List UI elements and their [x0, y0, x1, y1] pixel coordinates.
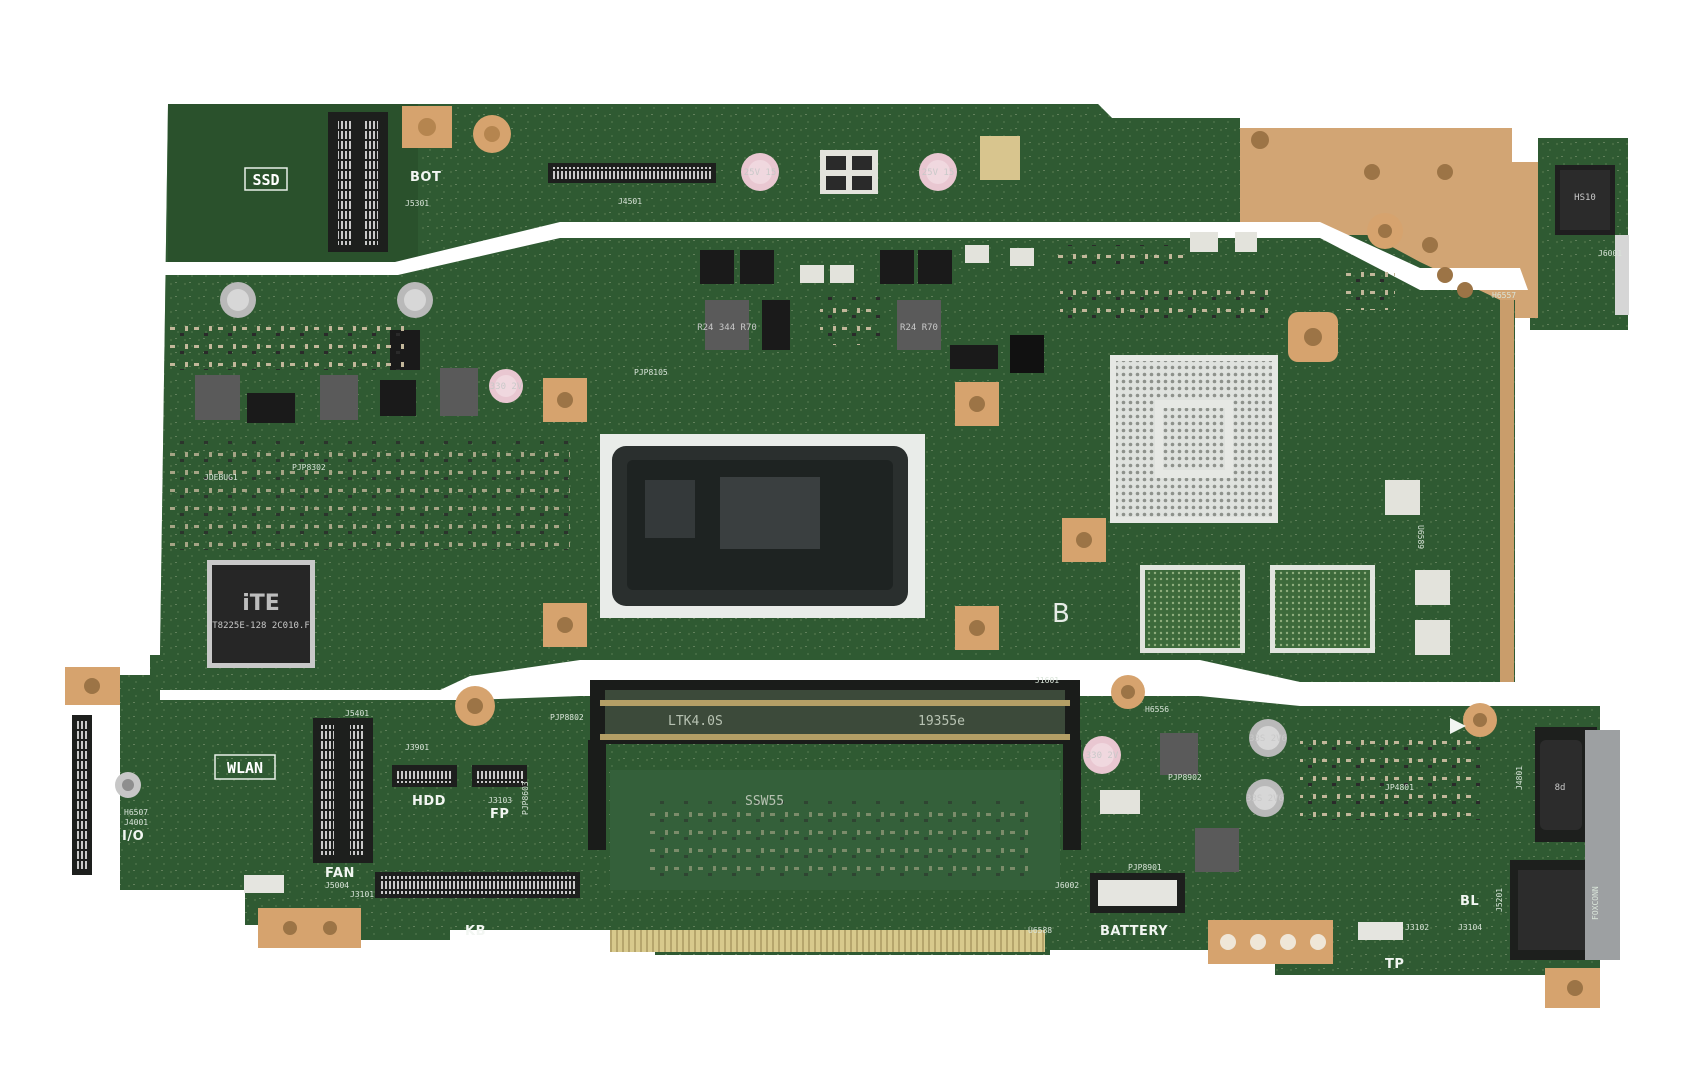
- h6507-label: H6507: [124, 808, 148, 817]
- ram-footprints: [1140, 565, 1375, 653]
- u6588-label: U6588: [1028, 926, 1052, 935]
- ssd-label: SSD: [252, 171, 279, 189]
- svg-text:R24 R70: R24 R70: [900, 323, 938, 333]
- fan-label: FAN: [325, 866, 355, 881]
- ite-chip: iTE IT8225E-128 2C010.FD: [207, 560, 315, 668]
- j4001-label: J4001: [124, 818, 148, 827]
- j3102-label: J3102: [1405, 923, 1429, 932]
- svg-text:25V 15: 25V 15: [744, 168, 777, 178]
- battery-connector-body: [1098, 880, 1177, 906]
- left-upper-components: 330 2V: [170, 282, 570, 550]
- wlan-label-box: [214, 754, 276, 780]
- board-gap-top: [160, 222, 1528, 290]
- board-revision-b: B: [1052, 599, 1070, 629]
- svg-text:HS10: HS10: [1574, 193, 1596, 203]
- wlan-section: [72, 715, 141, 875]
- fan-connector: [244, 875, 284, 893]
- wlan-label: WLAN: [227, 759, 263, 777]
- h6557-label: H6557: [1492, 291, 1516, 300]
- j4801-label: J4801: [1515, 766, 1524, 790]
- svg-text:8d: 8d: [1555, 783, 1566, 793]
- orientation-arrow: [1450, 718, 1466, 734]
- wlan-m2-connector: [313, 718, 373, 863]
- right-components: [1345, 270, 1450, 655]
- top-capacitors: 25V 15 25V 15: [741, 136, 1020, 194]
- j5401-label: J5401: [345, 709, 369, 718]
- j3101-label: J3101: [350, 890, 374, 899]
- hdd-label: HDD: [412, 794, 446, 809]
- svg-text:iTE: iTE: [242, 591, 280, 616]
- kb-connector-pins: [380, 876, 575, 894]
- svg-text:25V 15: 25V 15: [922, 168, 955, 178]
- io-label: I/O: [122, 829, 144, 844]
- svg-text:330 2V: 330 2V: [1086, 751, 1119, 761]
- ltk-label: LTK4.0S: [668, 714, 723, 729]
- j6002-label: J6002: [1055, 881, 1079, 890]
- jdebug1-label: JDEBUG1: [204, 473, 238, 482]
- audio-jack: HS10: [1555, 165, 1629, 315]
- lower-right-capacitors: 330 2V 33S 2V6 33S 2V6: [1083, 719, 1480, 872]
- usb-a-port: [1510, 730, 1620, 960]
- sodimm-slot: [588, 680, 1081, 952]
- svg-text:R24 344 R70: R24 344 R70: [697, 323, 757, 333]
- pjp8603-label: PJP8603: [521, 781, 530, 815]
- pjp8802-label: PJP8802: [550, 713, 584, 722]
- svg-text:330 2V: 330 2V: [490, 382, 523, 392]
- u6589-label: U6589: [1416, 525, 1425, 549]
- fp-label: FP: [490, 807, 509, 822]
- svg-text:IT8225E-128 2C010.FD: IT8225E-128 2C010.FD: [207, 621, 315, 631]
- copper-edge-strip: [1500, 300, 1514, 705]
- bl-label: BL: [1460, 894, 1479, 909]
- ssd-m2-connector: [328, 112, 388, 252]
- cpu-package: [600, 434, 925, 618]
- h6556-label: H6556: [1145, 705, 1169, 714]
- pjp8105-label: PJP8105: [634, 368, 668, 377]
- j3104-label: J3104: [1458, 923, 1482, 932]
- j5301-label: J5301: [405, 199, 429, 208]
- pjp8302-label: PJP8302: [292, 463, 326, 472]
- dimm-part-label: SSW55: [745, 794, 784, 809]
- j5004-label: J5004: [325, 881, 349, 890]
- bga-footprint: [1110, 355, 1278, 523]
- j6001-label: J6001: [1598, 249, 1622, 258]
- dimm-code-label: 19355e: [918, 714, 965, 729]
- ssd-label-box: [244, 167, 288, 191]
- j3901-label: J3901: [405, 743, 429, 752]
- bot-label: BOT: [410, 170, 441, 185]
- pjp8902-label: PJP8902: [1168, 773, 1202, 782]
- j5201-label: J5201: [1495, 888, 1504, 912]
- mounting-pads: [65, 106, 1600, 1008]
- foxconn-label: FOXCONN: [1591, 886, 1600, 920]
- hdd-connector-pins: [396, 769, 453, 783]
- battery-label: BATTERY: [1100, 924, 1168, 939]
- tp-connector: [1358, 922, 1403, 940]
- fp-connector-pins: [476, 769, 523, 783]
- j4501-label: J4501: [618, 197, 642, 206]
- tp-label: TP: [1385, 957, 1404, 972]
- pjp8901-label: PJP8901: [1128, 863, 1162, 872]
- power-components: R24 344 R70 R24 R70: [697, 232, 1270, 373]
- jp4801-label: JP4801: [1385, 783, 1414, 792]
- j3103-label: J3103: [488, 796, 512, 805]
- j4501-pins: [553, 167, 711, 179]
- kb-label: KB: [465, 924, 486, 939]
- svg-text:33S 2V6: 33S 2V6: [1246, 794, 1284, 804]
- j1601-label: J1601: [1035, 676, 1059, 685]
- svg-text:33S 2V6: 33S 2V6: [1249, 734, 1287, 744]
